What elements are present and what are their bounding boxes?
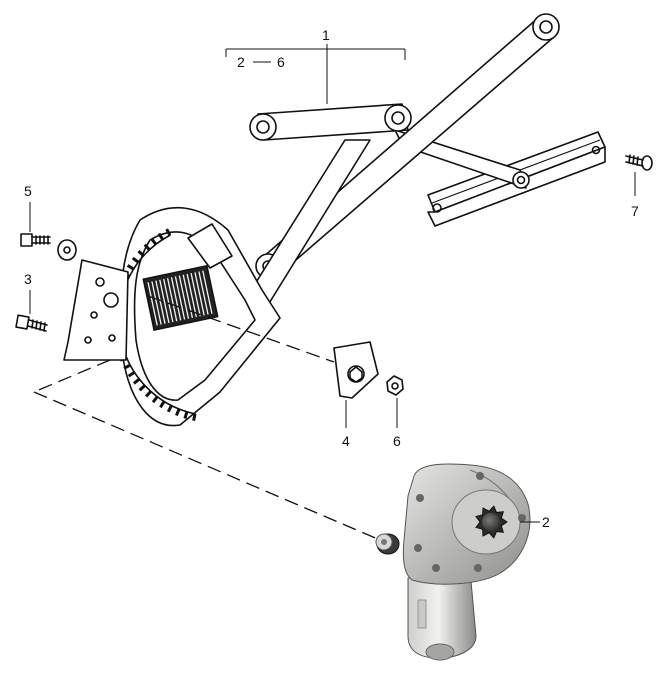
callout-3: 3 bbox=[24, 271, 32, 287]
sector-tooth bbox=[159, 400, 166, 409]
bolt-5: 5 bbox=[20, 183, 51, 247]
back-mounting-plate bbox=[63, 259, 129, 361]
secondary-arm bbox=[244, 139, 371, 306]
sector-tooth bbox=[143, 243, 151, 251]
assembly-lines bbox=[33, 295, 381, 541]
sector-tooth bbox=[150, 237, 158, 246]
sector-tooth bbox=[175, 408, 181, 417]
callout-7: 7 bbox=[631, 203, 639, 219]
screw-7: 7 bbox=[625, 154, 653, 219]
rack-stripe bbox=[174, 276, 186, 320]
motor-bushing bbox=[375, 533, 400, 555]
rack-stripe bbox=[147, 282, 158, 326]
rack-stripe bbox=[163, 278, 174, 323]
callout-5: 5 bbox=[24, 183, 32, 199]
sector-tooth bbox=[165, 228, 172, 236]
callout-2-6-end: 6 bbox=[277, 54, 285, 70]
sector-tooth bbox=[166, 404, 173, 413]
sector-mount-bracket bbox=[187, 223, 233, 269]
rack-stripe bbox=[198, 271, 209, 315]
washer-5 bbox=[57, 239, 77, 261]
nut-6: 6 bbox=[386, 375, 404, 449]
window-motor: 2 bbox=[402, 463, 550, 661]
rack-stripe bbox=[190, 273, 201, 317]
nut-plate-4: 4 bbox=[333, 341, 379, 449]
sector-tooth bbox=[144, 390, 152, 398]
sector-tooth bbox=[137, 249, 145, 257]
sector-tooth bbox=[127, 371, 136, 378]
rack-stripe bbox=[155, 280, 166, 324]
bolt-3: 3 bbox=[15, 271, 48, 332]
sector-tooth bbox=[151, 395, 159, 404]
rack-stripe bbox=[202, 270, 213, 314]
sector-tooth bbox=[157, 232, 164, 241]
callout-1-group: 1 2 6 bbox=[225, 27, 406, 104]
rack-stripe bbox=[159, 279, 170, 323]
callout-1: 1 bbox=[322, 27, 330, 43]
upper-left-arm bbox=[249, 103, 409, 141]
central-pivot bbox=[384, 104, 412, 132]
sector-tooth bbox=[183, 411, 189, 419]
sector-tooth bbox=[126, 264, 135, 271]
rack-stripe bbox=[194, 272, 205, 316]
scissor-arm-assembly bbox=[244, 13, 606, 306]
callout-4: 4 bbox=[342, 433, 350, 449]
callout-6: 6 bbox=[393, 433, 401, 449]
rack-stripe bbox=[166, 278, 178, 322]
rack-stripe bbox=[170, 277, 182, 321]
rack-stripe bbox=[186, 273, 197, 318]
rack-stripe bbox=[151, 281, 162, 325]
callout-2-6-start: 2 bbox=[237, 54, 245, 70]
toothed-sector-plate bbox=[112, 206, 281, 427]
sector-tooth bbox=[192, 413, 197, 422]
rack-stripe bbox=[178, 275, 190, 319]
sector-tooth bbox=[123, 363, 131, 370]
sector-tooth bbox=[131, 256, 140, 264]
callout-2: 2 bbox=[542, 514, 550, 530]
sector-tooth bbox=[132, 377, 141, 385]
sector-tooth bbox=[138, 384, 146, 392]
